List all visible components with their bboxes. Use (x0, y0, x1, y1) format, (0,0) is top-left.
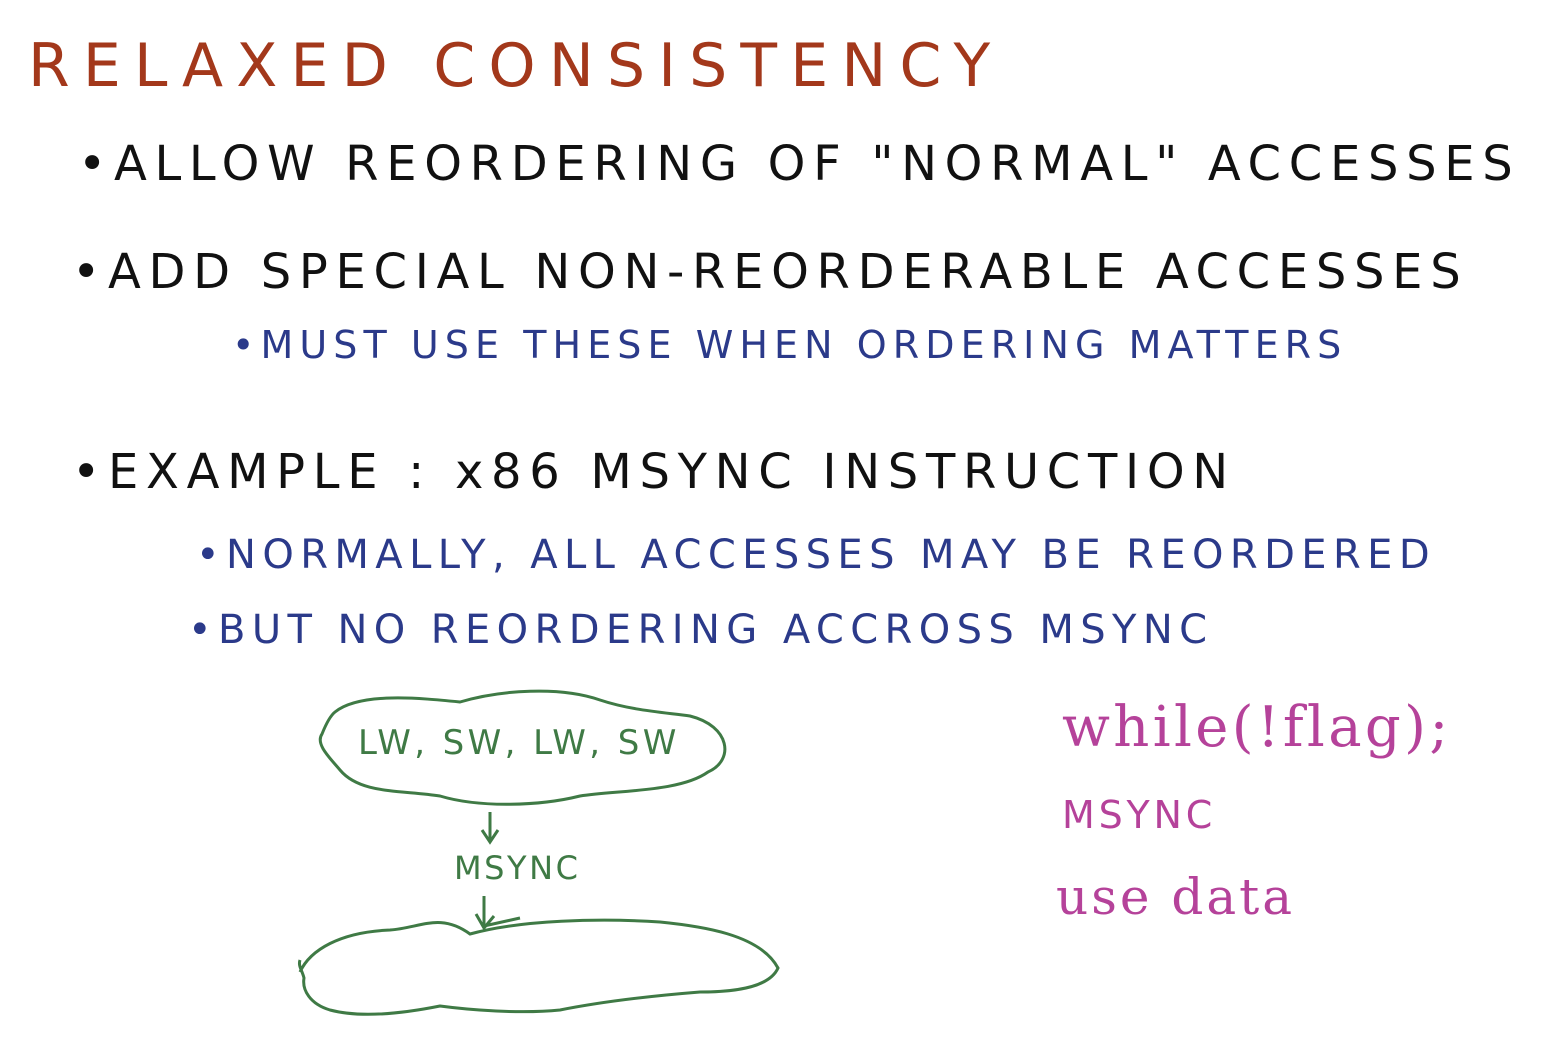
arrow-down-2 (474, 896, 521, 931)
subbullet-must-use: •MUST USE THESE WHEN ORDERING MATTERS (232, 323, 1348, 367)
cloud-top (318, 689, 727, 806)
code-line-while: while(!flag); (1062, 695, 1452, 760)
diagram-msync-label: MSYNC (454, 849, 581, 887)
code-line-use-data: use data (1056, 868, 1296, 926)
subbullet-no-reordering: •BUT NO REORDERING ACCROSS MSYNC (188, 607, 1214, 653)
subbullet-normally: •NORMALLY, ALL ACCESSES MAY BE REORDERED (196, 532, 1437, 578)
bullet-add-special-accesses: •ADD SPECIAL NON-REORDERABLE ACCESSES (72, 244, 1469, 300)
page-title: RELAXED CONSISTENCY (28, 31, 1004, 101)
cloud-bottom (298, 918, 780, 1016)
bullet-allow-reordering: •ALLOW REORDERING OF "NORMAL" ACCESSES (78, 136, 1521, 192)
bullet-example: •EXAMPLE : x86 MSYNC INSTRUCTION (72, 444, 1236, 500)
cloud-top-label: LW, SW, LW, SW (358, 723, 680, 763)
arrow-down-1 (480, 812, 500, 845)
code-line-msync: MSYNC (1062, 793, 1217, 837)
